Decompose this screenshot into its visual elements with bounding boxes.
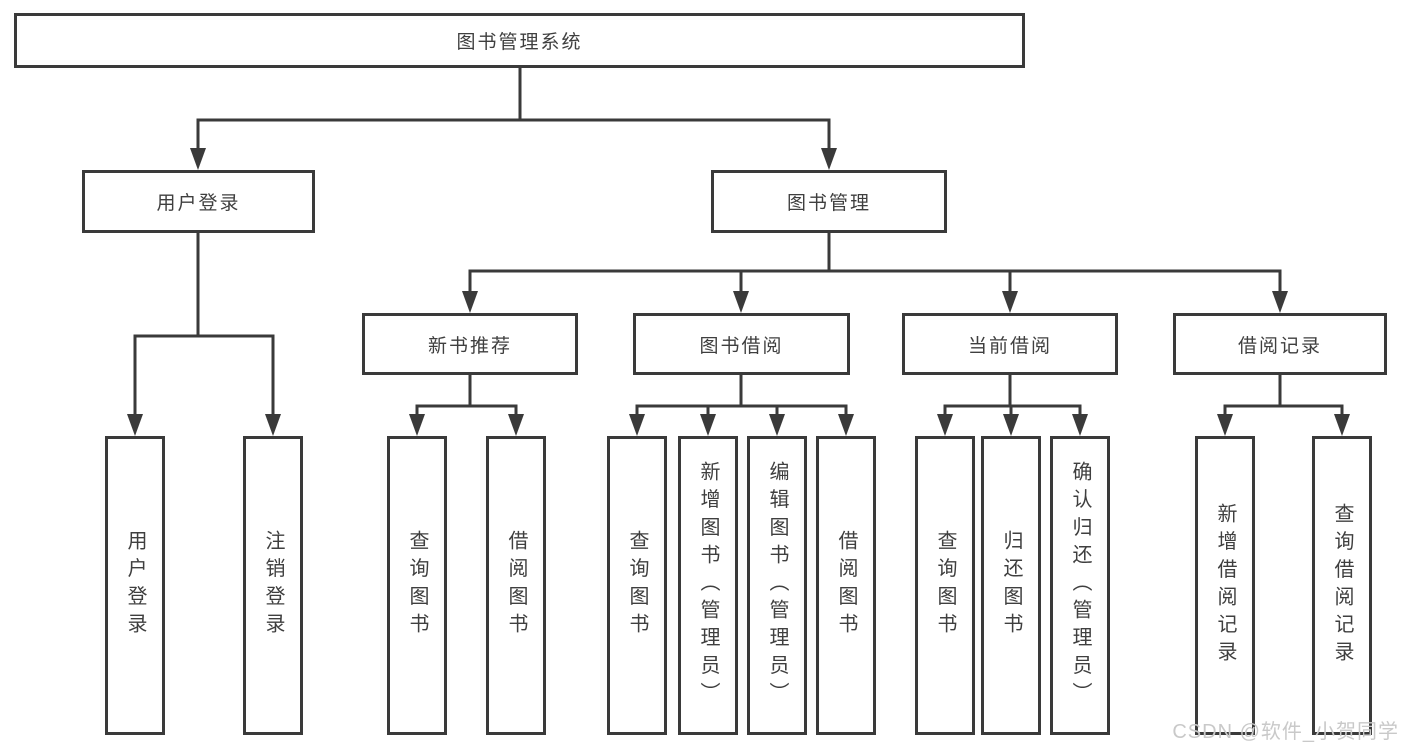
node-label: 用户登录 (156, 193, 241, 214)
connector-current-to-leaves (943, 375, 1082, 418)
arrowhead-down-icon (838, 414, 854, 436)
leaf-user-login: 用户登录 (105, 436, 165, 735)
arrowheads (127, 148, 1350, 436)
arrowhead-down-icon (700, 414, 716, 436)
arrowhead-down-icon (821, 148, 837, 170)
watermark: CSDN @软件_小贺同学 (1172, 721, 1399, 743)
leaf-logout: 注销登录 (243, 436, 303, 735)
node-new-book-recommend: 新书推荐 (362, 313, 578, 375)
arrowhead-down-icon (127, 414, 143, 436)
leaf-edit-book-admin: 编辑图书（管理员） (747, 436, 807, 735)
leaf-label: 编辑图书（管理员） (766, 461, 788, 710)
node-borrow-records: 借阅记录 (1173, 313, 1387, 375)
leaf-label: 新增借阅记录 (1214, 502, 1236, 669)
node-label: 当前借阅 (967, 335, 1052, 357)
leaf-label: 查询图书 (934, 530, 956, 641)
leaf-add-book-admin: 新增图书（管理员） (678, 436, 738, 735)
leaf-label: 借阅图书 (505, 530, 527, 641)
arrowhead-down-icon (1003, 414, 1019, 436)
leaf-borrow-books: 借阅图书 (816, 436, 876, 735)
connector-recommend-to-leaves (415, 375, 518, 418)
node-book-management: 图书管理 (711, 170, 947, 233)
arrowhead-down-icon (265, 414, 281, 436)
node-root-system: 图书管理系统 (14, 13, 1025, 68)
arrowhead-down-icon (462, 291, 478, 313)
arrowhead-down-icon (937, 414, 953, 436)
node-book-borrow: 图书借阅 (633, 313, 850, 375)
leaf-label: 用户登录 (124, 530, 146, 641)
leaf-label: 查询图书 (626, 530, 648, 641)
leaf-label: 确认归还（管理员） (1069, 461, 1091, 710)
connector-history-to-leaves (1223, 375, 1344, 418)
arrowhead-down-icon (769, 414, 785, 436)
arrowhead-down-icon (733, 291, 749, 313)
leaf-label: 新增图书（管理员） (697, 461, 719, 710)
arrowhead-down-icon (1002, 291, 1018, 313)
connector-mgmt-to-level3 (468, 233, 1282, 295)
leaf-query-books-current: 查询图书 (915, 436, 975, 735)
arrowhead-down-icon (1072, 414, 1088, 436)
leaf-add-borrow-record: 新增借阅记录 (1195, 436, 1255, 735)
node-user-login: 用户登录 (82, 170, 315, 233)
arrowhead-down-icon (1334, 414, 1350, 436)
node-label: 图书管理 (786, 193, 871, 214)
node-label: 新书推荐 (427, 335, 512, 357)
leaf-label: 查询借阅记录 (1331, 502, 1353, 669)
node-label: 图书借阅 (699, 335, 784, 357)
leaf-label: 查询图书 (406, 530, 428, 641)
arrowhead-down-icon (1272, 291, 1288, 313)
arrowhead-down-icon (190, 148, 206, 170)
node-current-borrow: 当前借阅 (902, 313, 1118, 375)
connector-borrow-to-leaves (635, 375, 848, 418)
leaf-label: 借阅图书 (835, 530, 857, 641)
arrowhead-down-icon (629, 414, 645, 436)
node-label: 借阅记录 (1237, 335, 1322, 357)
arrowhead-down-icon (409, 414, 425, 436)
leaf-query-books-recommend: 查询图书 (387, 436, 447, 735)
leaf-query-books-borrow: 查询图书 (607, 436, 667, 735)
node-label: 图书管理系统 (456, 32, 583, 53)
connector-root-to-level2 (196, 68, 831, 152)
leaf-borrow-books-recommend: 借阅图书 (486, 436, 546, 735)
leaf-query-borrow-record: 查询借阅记录 (1312, 436, 1372, 735)
arrowhead-down-icon (1217, 414, 1233, 436)
connector-login-to-leaves (133, 233, 275, 418)
arrowhead-down-icon (508, 414, 524, 436)
leaf-label: 归还图书 (1000, 530, 1022, 641)
leaf-return-book: 归还图书 (981, 436, 1041, 735)
leaf-confirm-return-admin: 确认归还（管理员） (1050, 436, 1110, 735)
leaf-label: 注销登录 (262, 530, 284, 641)
